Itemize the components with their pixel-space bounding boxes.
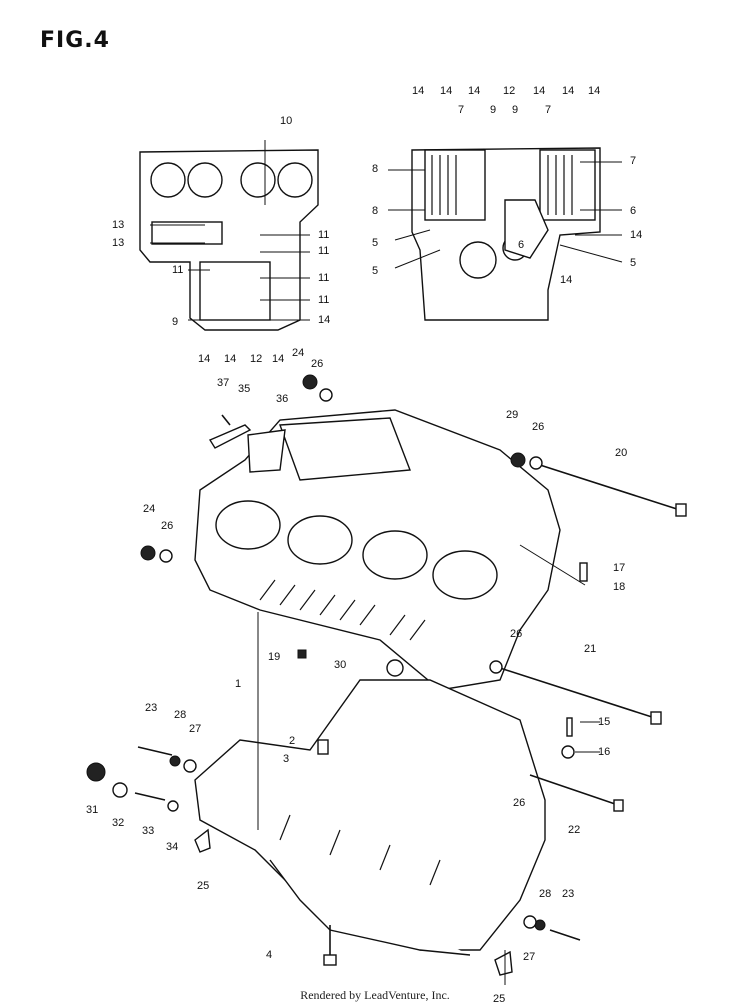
- hardware-parts: [86, 374, 687, 976]
- callout-number: 36: [276, 393, 288, 405]
- callout-number: 33: [142, 825, 154, 837]
- callout-number: 14: [562, 85, 574, 97]
- callout-number: 14: [630, 229, 642, 241]
- callout-number: 9: [172, 316, 178, 328]
- callout-number: 35: [238, 383, 250, 395]
- callout-number: 23: [562, 888, 574, 900]
- callout-number: 1: [235, 678, 241, 690]
- callout-number: 25: [493, 993, 505, 1005]
- callout-number: 26: [510, 628, 522, 640]
- lower-case-bottom-view: [411, 147, 601, 321]
- upper-crankcase: [194, 409, 561, 691]
- figure-title: FIG.4: [40, 28, 110, 53]
- callout-number: 11: [172, 264, 183, 276]
- leader-lines: [150, 161, 623, 985]
- callout-number: 7: [458, 104, 464, 116]
- callout-number: 14: [468, 85, 480, 97]
- callout-number: 14: [440, 85, 452, 97]
- callout-number: 26: [513, 797, 525, 809]
- callout-number: 27: [523, 951, 535, 963]
- callout-number: 2: [289, 735, 295, 747]
- callout-number: 14: [318, 314, 330, 326]
- callout-number: 24: [292, 347, 304, 359]
- callout-number: 5: [372, 237, 378, 249]
- callout-number: 17: [613, 562, 625, 574]
- callout-number: 9: [490, 104, 496, 116]
- callout-number: 27: [189, 723, 201, 735]
- callout-number: 20: [615, 447, 627, 459]
- footer-credit: Rendered by LeadVenture, Inc.: [300, 988, 450, 1002]
- callout-number: 30: [334, 659, 346, 671]
- callout-number: 7: [545, 104, 551, 116]
- callout-number: 11: [318, 272, 329, 284]
- callout-number: 22: [568, 824, 580, 836]
- callout-number: 11: [318, 294, 329, 306]
- callout-number: 7: [630, 155, 636, 167]
- callout-number: 14: [412, 85, 424, 97]
- callout-number: 16: [598, 746, 610, 758]
- callout-number: 26: [311, 358, 323, 370]
- callout-number: 24: [143, 503, 155, 515]
- callout-number: 12: [250, 353, 262, 365]
- callout-number: 14: [533, 85, 545, 97]
- callout-number: 19: [268, 651, 280, 663]
- callout-number: 8: [372, 205, 378, 217]
- callout-number: 15: [598, 716, 610, 728]
- callouts-top-left-view: 10 13 13 11 11 11 11 9 11 14 14 14 12 14: [112, 115, 330, 365]
- callout-number: 8: [372, 163, 378, 175]
- callout-number: 29: [506, 409, 518, 421]
- upper-case-top-view: [139, 140, 319, 331]
- callout-number: 14: [198, 353, 210, 365]
- callout-number: 14: [588, 85, 600, 97]
- callout-number: 11: [318, 245, 329, 257]
- callout-number: 11: [318, 229, 329, 241]
- callout-number: 14: [560, 274, 572, 286]
- callout-number: 6: [518, 239, 524, 251]
- callout-number: 28: [539, 888, 551, 900]
- callout-number: 10: [280, 115, 292, 127]
- callout-number: 14: [272, 353, 284, 365]
- callout-number: 13: [112, 219, 124, 231]
- callout-number: 5: [630, 257, 636, 269]
- callout-number: 12: [503, 85, 515, 97]
- callout-number: 25: [197, 880, 209, 892]
- callout-number: 5: [372, 265, 378, 277]
- callout-number: 26: [532, 421, 544, 433]
- callout-number: 3: [283, 753, 289, 765]
- callout-number: 23: [145, 702, 157, 714]
- callout-number: 31: [86, 804, 98, 816]
- callout-number: 14: [224, 353, 236, 365]
- lower-crankcase: [194, 679, 546, 956]
- callout-number: 37: [217, 377, 229, 389]
- callout-number: 6: [630, 205, 636, 217]
- callout-number: 9: [512, 104, 518, 116]
- callout-number: 21: [584, 643, 596, 655]
- callout-number: 32: [112, 817, 124, 829]
- callout-number: 26: [161, 520, 173, 532]
- callout-number: 34: [166, 841, 178, 853]
- callout-number: 28: [174, 709, 186, 721]
- callout-number: 13: [112, 237, 124, 249]
- callout-number: 18: [613, 581, 625, 593]
- callout-number: 4: [266, 949, 272, 961]
